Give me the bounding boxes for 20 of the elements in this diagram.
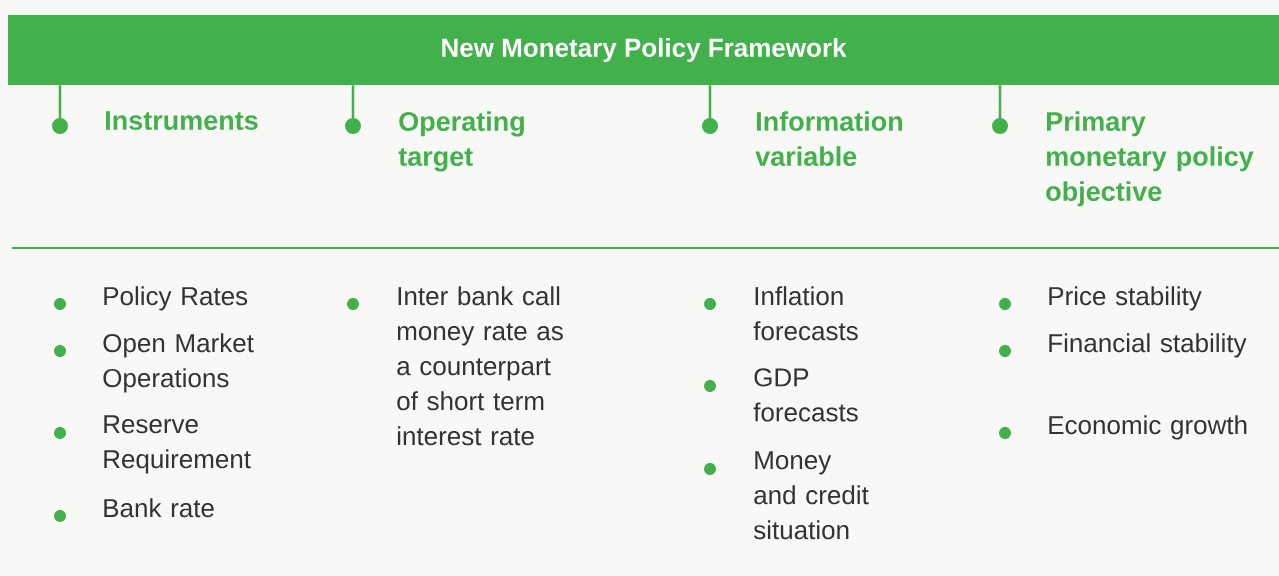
list-item: Inter bank call money rate as a counterpart of short term interest rate	[397, 286, 563, 446]
connector	[345, 85, 361, 134]
list-item: Financial stability	[1049, 333, 1247, 358]
list-item: Open Market Operations	[103, 333, 254, 393]
connector	[52, 85, 68, 134]
connector	[702, 85, 718, 134]
column-heading: Primary monetary policy objective	[1046, 111, 1254, 207]
title-bar: New Monetary Policy Framework	[8, 15, 1279, 85]
connector	[992, 85, 1008, 134]
list-item: Price stability	[1049, 286, 1202, 311]
list-item: Reserve Requirement	[104, 415, 251, 474]
list-item: Economic growth	[1049, 415, 1247, 440]
column-heading: Information variable	[755, 111, 903, 167]
list-item: GDP forecasts	[753, 368, 858, 422]
list-item: Policy Rates	[104, 286, 248, 311]
list-item: Inflation forecasts	[753, 286, 858, 341]
column-heading: Operating target	[398, 111, 524, 172]
list-item: Money and credit situation	[753, 451, 869, 540]
list-item: Bank rate	[104, 498, 214, 518]
column-heading: Instruments	[106, 111, 258, 131]
